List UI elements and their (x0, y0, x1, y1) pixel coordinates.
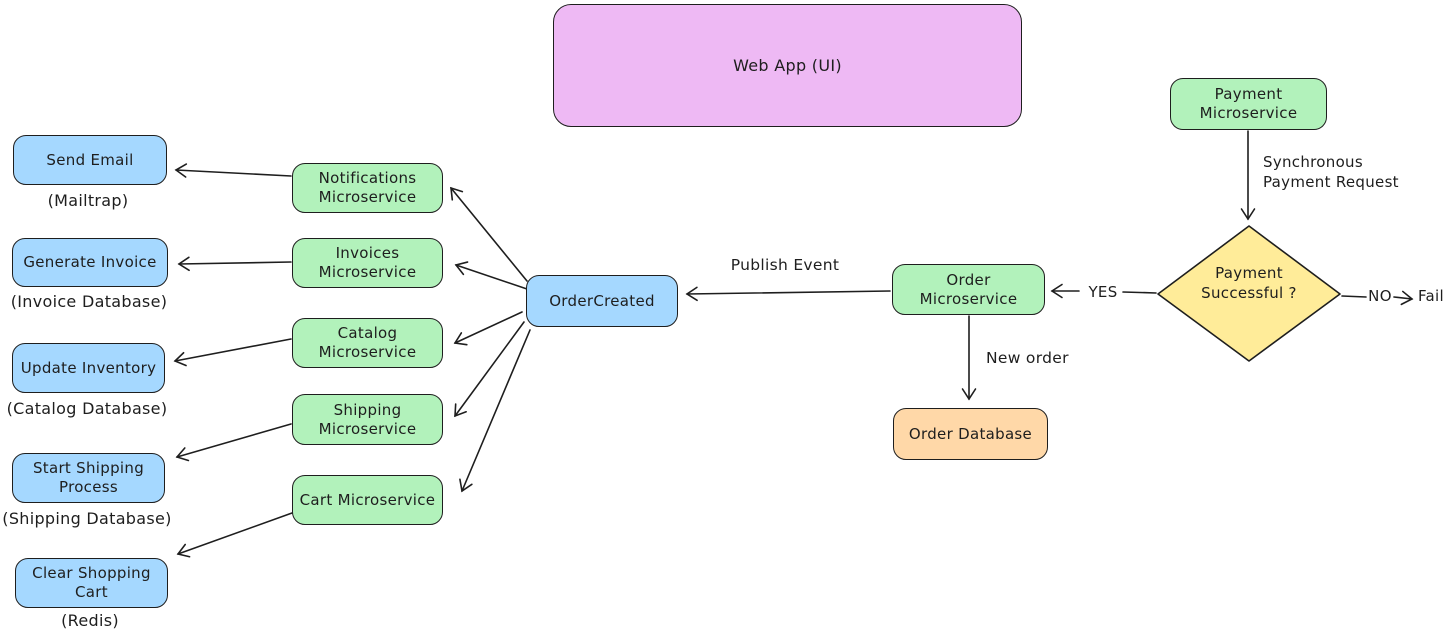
edge-label-publish-event: Publish Event (730, 256, 840, 274)
node-order-database: Order Database (893, 408, 1048, 460)
node-order-microservice: Order Microservice (892, 264, 1045, 315)
edge-order-ms-to-order-created (685, 286, 891, 302)
node-update-inventory: Update Inventory (12, 343, 165, 393)
edge-decision-to-yes (1122, 291, 1157, 294)
edge-order-created-to-shipping (454, 321, 525, 418)
node-payment-microservice: Payment Microservice (1170, 78, 1327, 130)
node-start-shipping-process: Start Shipping Process (12, 453, 165, 503)
node-shipping-microservice: Shipping Microservice (292, 394, 443, 445)
edge-label-no: NO (1368, 287, 1392, 305)
edge-order-created-to-invoices (454, 261, 528, 290)
payment-decision-diamond (1157, 225, 1341, 362)
edge-invoices-to-generate-invoice (177, 256, 292, 272)
node-order-created: OrderCreated (526, 275, 678, 327)
edge-label-fail: Fail (1418, 287, 1444, 305)
edge-shipping-to-start-shipping (175, 423, 292, 462)
edge-order-created-to-notifications (450, 186, 528, 282)
edge-cart-to-clear-cart (176, 512, 293, 558)
node-web-app: Web App (UI) (553, 4, 1022, 127)
edge-order-created-to-cart (459, 329, 531, 493)
edge-label-yes: YES (1088, 283, 1118, 301)
edge-decision-to-no (1341, 295, 1367, 298)
node-notifications-microservice: Notifications Microservice (292, 163, 443, 213)
caption-invoice-database: (Invoice Database) (10, 292, 168, 311)
edge-label-synchronous-payment-request: Synchronous Payment Request (1263, 153, 1399, 192)
edge-label-new-order: New order (986, 349, 1069, 367)
node-invoices-microservice: Invoices Microservice (292, 238, 443, 288)
edge-notifications-to-send-email (174, 163, 292, 178)
caption-mailtrap: (Mailtrap) (47, 191, 129, 210)
node-payment-decision-label: Payment Successful ? (1201, 264, 1297, 302)
edge-no-to-fail (1393, 290, 1414, 306)
caption-shipping-database: (Shipping Database) (2, 509, 172, 528)
edge-catalog-to-update-inventory (173, 338, 292, 367)
caption-catalog-database: (Catalog Database) (6, 399, 168, 418)
node-generate-invoice: Generate Invoice (12, 238, 168, 287)
node-clear-shopping-cart: Clear Shopping Cart (15, 558, 168, 608)
node-send-email: Send Email (13, 135, 167, 185)
edge-order-created-to-catalog (453, 311, 523, 346)
node-catalog-microservice: Catalog Microservice (292, 318, 443, 368)
node-cart-microservice: Cart Microservice (292, 475, 443, 525)
caption-redis: (Redis) (61, 611, 119, 630)
